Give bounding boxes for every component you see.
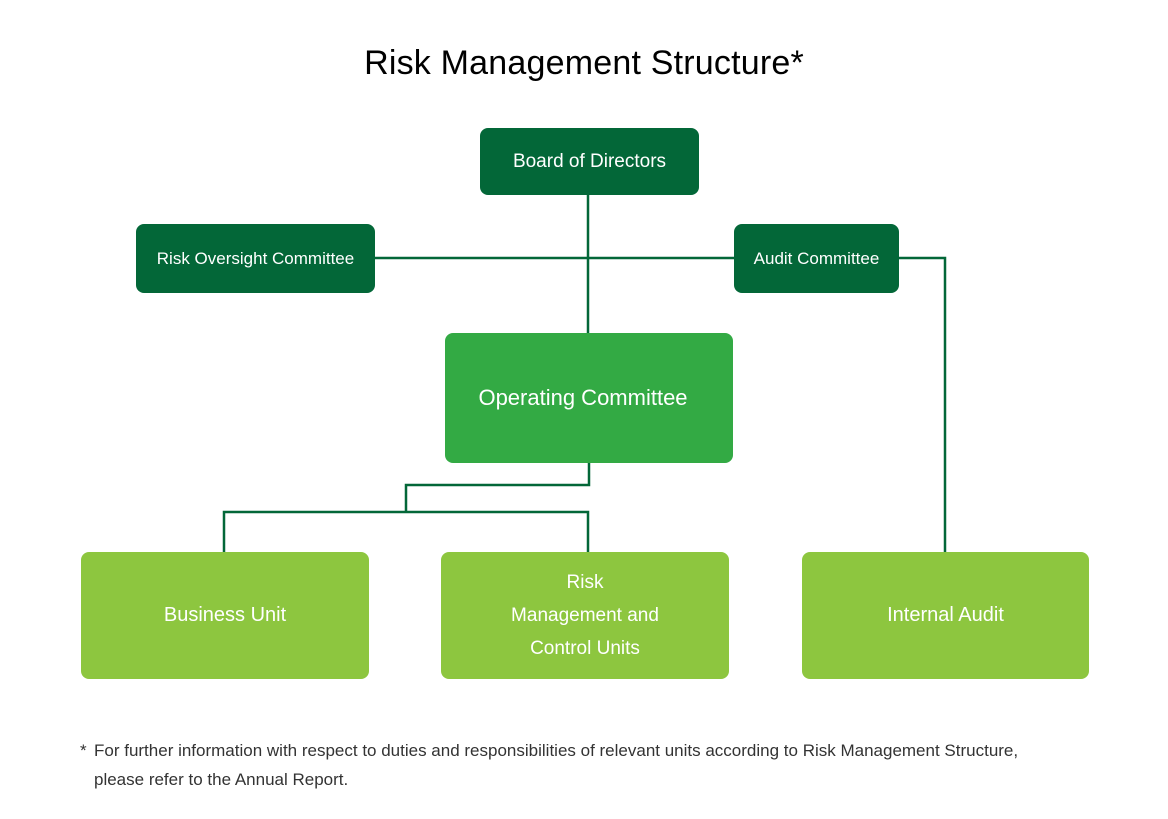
node-board-of-directors: Board of Directors xyxy=(480,128,699,195)
page-title: Risk Management Structure* xyxy=(364,44,804,82)
node-label: Board of Directors xyxy=(512,150,667,172)
node-risk-oversight-committee: Risk Oversight Committee xyxy=(136,224,375,293)
node-label: Operating Committee xyxy=(478,385,688,410)
node-internal-audit: Internal Audit xyxy=(802,552,1089,679)
footnote-line-2: please refer to the Annual Report. xyxy=(94,770,349,789)
node-label-line: Management and xyxy=(511,605,659,626)
node-label-line: Control Units xyxy=(530,638,640,659)
node-label: Business Unit xyxy=(163,604,287,626)
connector-audit-to-internal-audit xyxy=(899,256,947,552)
node-label: Risk Oversight Committee xyxy=(156,248,355,268)
node-audit-committee: Audit Committee xyxy=(734,224,899,293)
node-business-unit: Business Unit xyxy=(81,552,369,679)
node-label-line: Risk xyxy=(566,572,604,593)
node-risk-management-control-units: Risk Management and Control Units xyxy=(441,552,729,679)
node-operating-committee: Operating Committee xyxy=(445,333,733,463)
node-label: Audit Committee xyxy=(753,248,880,268)
node-label: Internal Audit xyxy=(887,604,1004,626)
footnote-line-1: For further information with respect to … xyxy=(94,741,1019,760)
connector-split-to-business-unit xyxy=(222,510,590,552)
connector-operating-to-split xyxy=(404,463,591,512)
footnote: * For further information with respect t… xyxy=(80,736,1120,794)
footnote-marker: * xyxy=(80,741,87,760)
